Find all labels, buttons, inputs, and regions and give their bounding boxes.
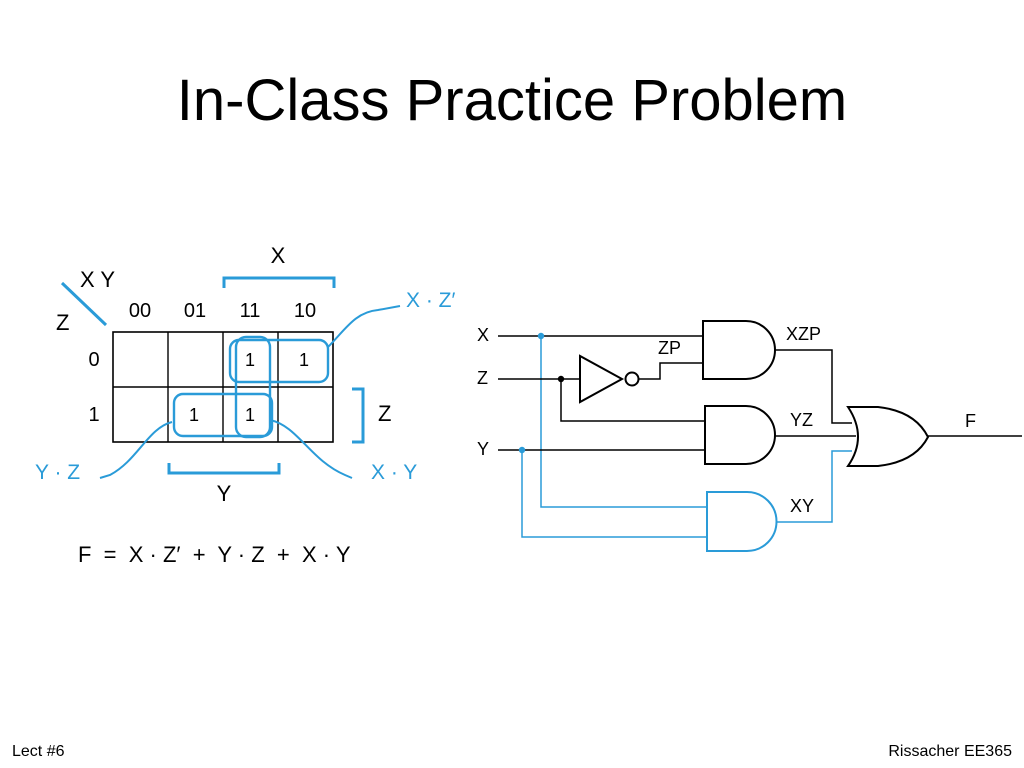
kmap-col-vars: X Y — [80, 267, 115, 292]
wire-z-branch — [560, 379, 706, 422]
kmap-cell: 1 — [299, 350, 309, 370]
term-xz-label: X · Z′ — [406, 289, 455, 312]
kmap-bracket-y — [167, 463, 281, 475]
leader-xz — [327, 305, 401, 348]
signal-zp-label: ZP — [658, 338, 681, 358]
signal-yz-label: YZ — [790, 410, 813, 430]
logic-circuit: X Z Y ZP XZP YZ XY F — [477, 320, 1022, 552]
kmap-col-header: 00 — [129, 300, 151, 322]
footer-author: Rissacher EE365 — [888, 743, 1012, 760]
input-x-label: X — [477, 325, 489, 345]
kmap-row-var: Z — [56, 310, 69, 335]
kmap-row-header: 1 — [88, 404, 99, 426]
and-gate-xy — [706, 491, 778, 552]
wire-y-branch — [521, 450, 708, 538]
signal-xy-label: XY — [790, 496, 814, 516]
term-yz-label: Y · Z — [35, 461, 80, 484]
wire-xy — [776, 450, 852, 523]
input-y-label: Y — [477, 439, 489, 459]
wire-x-branch — [540, 336, 708, 508]
kmap-cell: 1 — [245, 350, 255, 370]
or-gate — [846, 406, 930, 467]
kmap-bracket-z-label: Z — [378, 401, 391, 426]
not-gate — [579, 354, 625, 404]
kmap-col-header: 11 — [240, 300, 261, 322]
input-z-label: Z — [477, 368, 488, 388]
wire-zp — [638, 362, 705, 380]
leader-xy — [269, 419, 353, 479]
kmap-group-yz — [172, 392, 274, 438]
kmap-bracket-x-label: X — [271, 243, 286, 268]
wire-xzp — [775, 349, 852, 424]
kmap-bracket-y-label: Y — [217, 481, 232, 506]
kmap-cell: 1 — [189, 405, 199, 425]
kmap-corner-diagonal — [60, 281, 108, 327]
and-gate-yz — [704, 405, 776, 465]
kmap-bracket-x — [222, 276, 336, 288]
output-f-label: F — [965, 411, 976, 431]
not-gate-bubble — [624, 371, 640, 387]
term-xy-label: X · Y — [371, 461, 417, 484]
kmap-cell: 1 — [245, 405, 255, 425]
kmap-row-header: 0 — [88, 349, 99, 371]
and-gate-xzp — [702, 320, 776, 380]
footer-lecture: Lect #6 — [12, 743, 65, 760]
karnaugh-map: X Y Z 00 01 11 10 0 1 1 1 1 1 X Y — [35, 243, 455, 567]
kmap-col-header: 01 — [184, 300, 206, 322]
signal-xzp-label: XZP — [786, 324, 821, 344]
leader-yz — [99, 421, 173, 479]
slide-title: In-Class Practice Problem — [176, 68, 848, 133]
kmap-bracket-z — [352, 387, 365, 444]
kmap-group-xz — [228, 338, 330, 384]
simplified-equation: F = X · Z′ + Y · Z + X · Y — [78, 542, 351, 567]
kmap-col-header: 10 — [294, 300, 316, 322]
